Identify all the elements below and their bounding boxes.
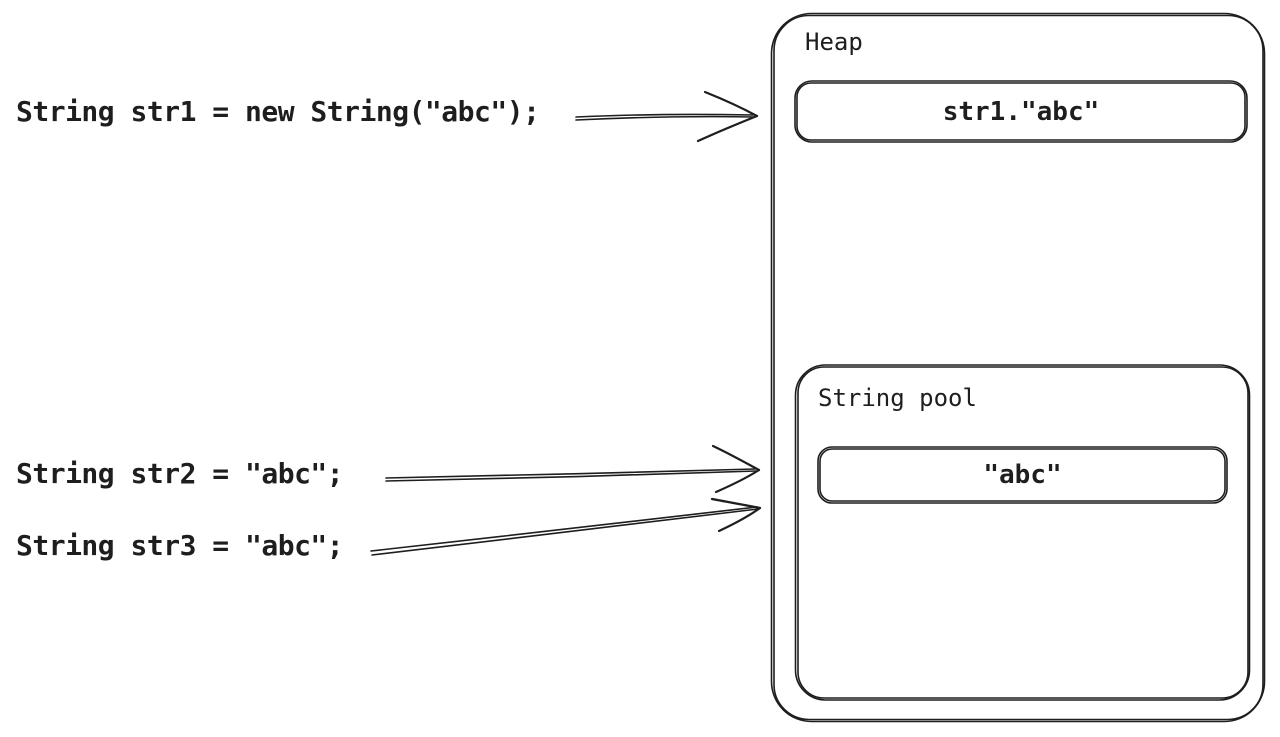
arrow-str2-line-sketch <box>385 470 757 482</box>
arrow-str1-line <box>575 113 754 118</box>
arrow-str2-to-pool <box>385 444 761 494</box>
string-pool-outline-sketch <box>797 366 1249 699</box>
heap-object-box-outline <box>794 80 1248 143</box>
arrow-str2-head-lower <box>714 468 761 494</box>
pool-string-box-outline <box>817 446 1228 504</box>
arrow-str3-head-lower <box>717 506 762 533</box>
arrow-str2-head-upper <box>711 444 761 472</box>
arrow-str3-to-pool <box>370 497 762 556</box>
heap-container-outline <box>770 12 1266 723</box>
code-statement-str3: String str3 = "abc"; <box>16 529 344 562</box>
pool-string-text: "abc" <box>983 460 1062 490</box>
code-statement-str2: String str2 = "abc"; <box>16 457 344 490</box>
string-pool-outline <box>794 364 1251 701</box>
heap-label: Heap <box>805 28 863 56</box>
arrow-str1-head-lower <box>696 114 759 143</box>
arrow-str3-head-upper <box>710 497 762 510</box>
arrow-str1-to-heap <box>575 90 759 143</box>
arrow-str1-line-sketch <box>575 115 755 121</box>
code-statement-str1: String str1 = new String("abc"); <box>16 95 540 128</box>
arrow-str3-line-sketch <box>371 508 759 556</box>
pool-string-box-outline-sketch <box>819 448 1226 502</box>
arrow-str3-line <box>370 506 758 552</box>
heap-container-outline-sketch <box>773 14 1264 721</box>
heap-object-box-outline-sketch <box>796 82 1246 141</box>
string-pool-label: String pool <box>818 384 977 412</box>
arrow-str2-line <box>385 468 756 479</box>
arrow-str1-head-upper <box>703 90 759 118</box>
heap-object-text: str1."abc" <box>942 96 1100 127</box>
